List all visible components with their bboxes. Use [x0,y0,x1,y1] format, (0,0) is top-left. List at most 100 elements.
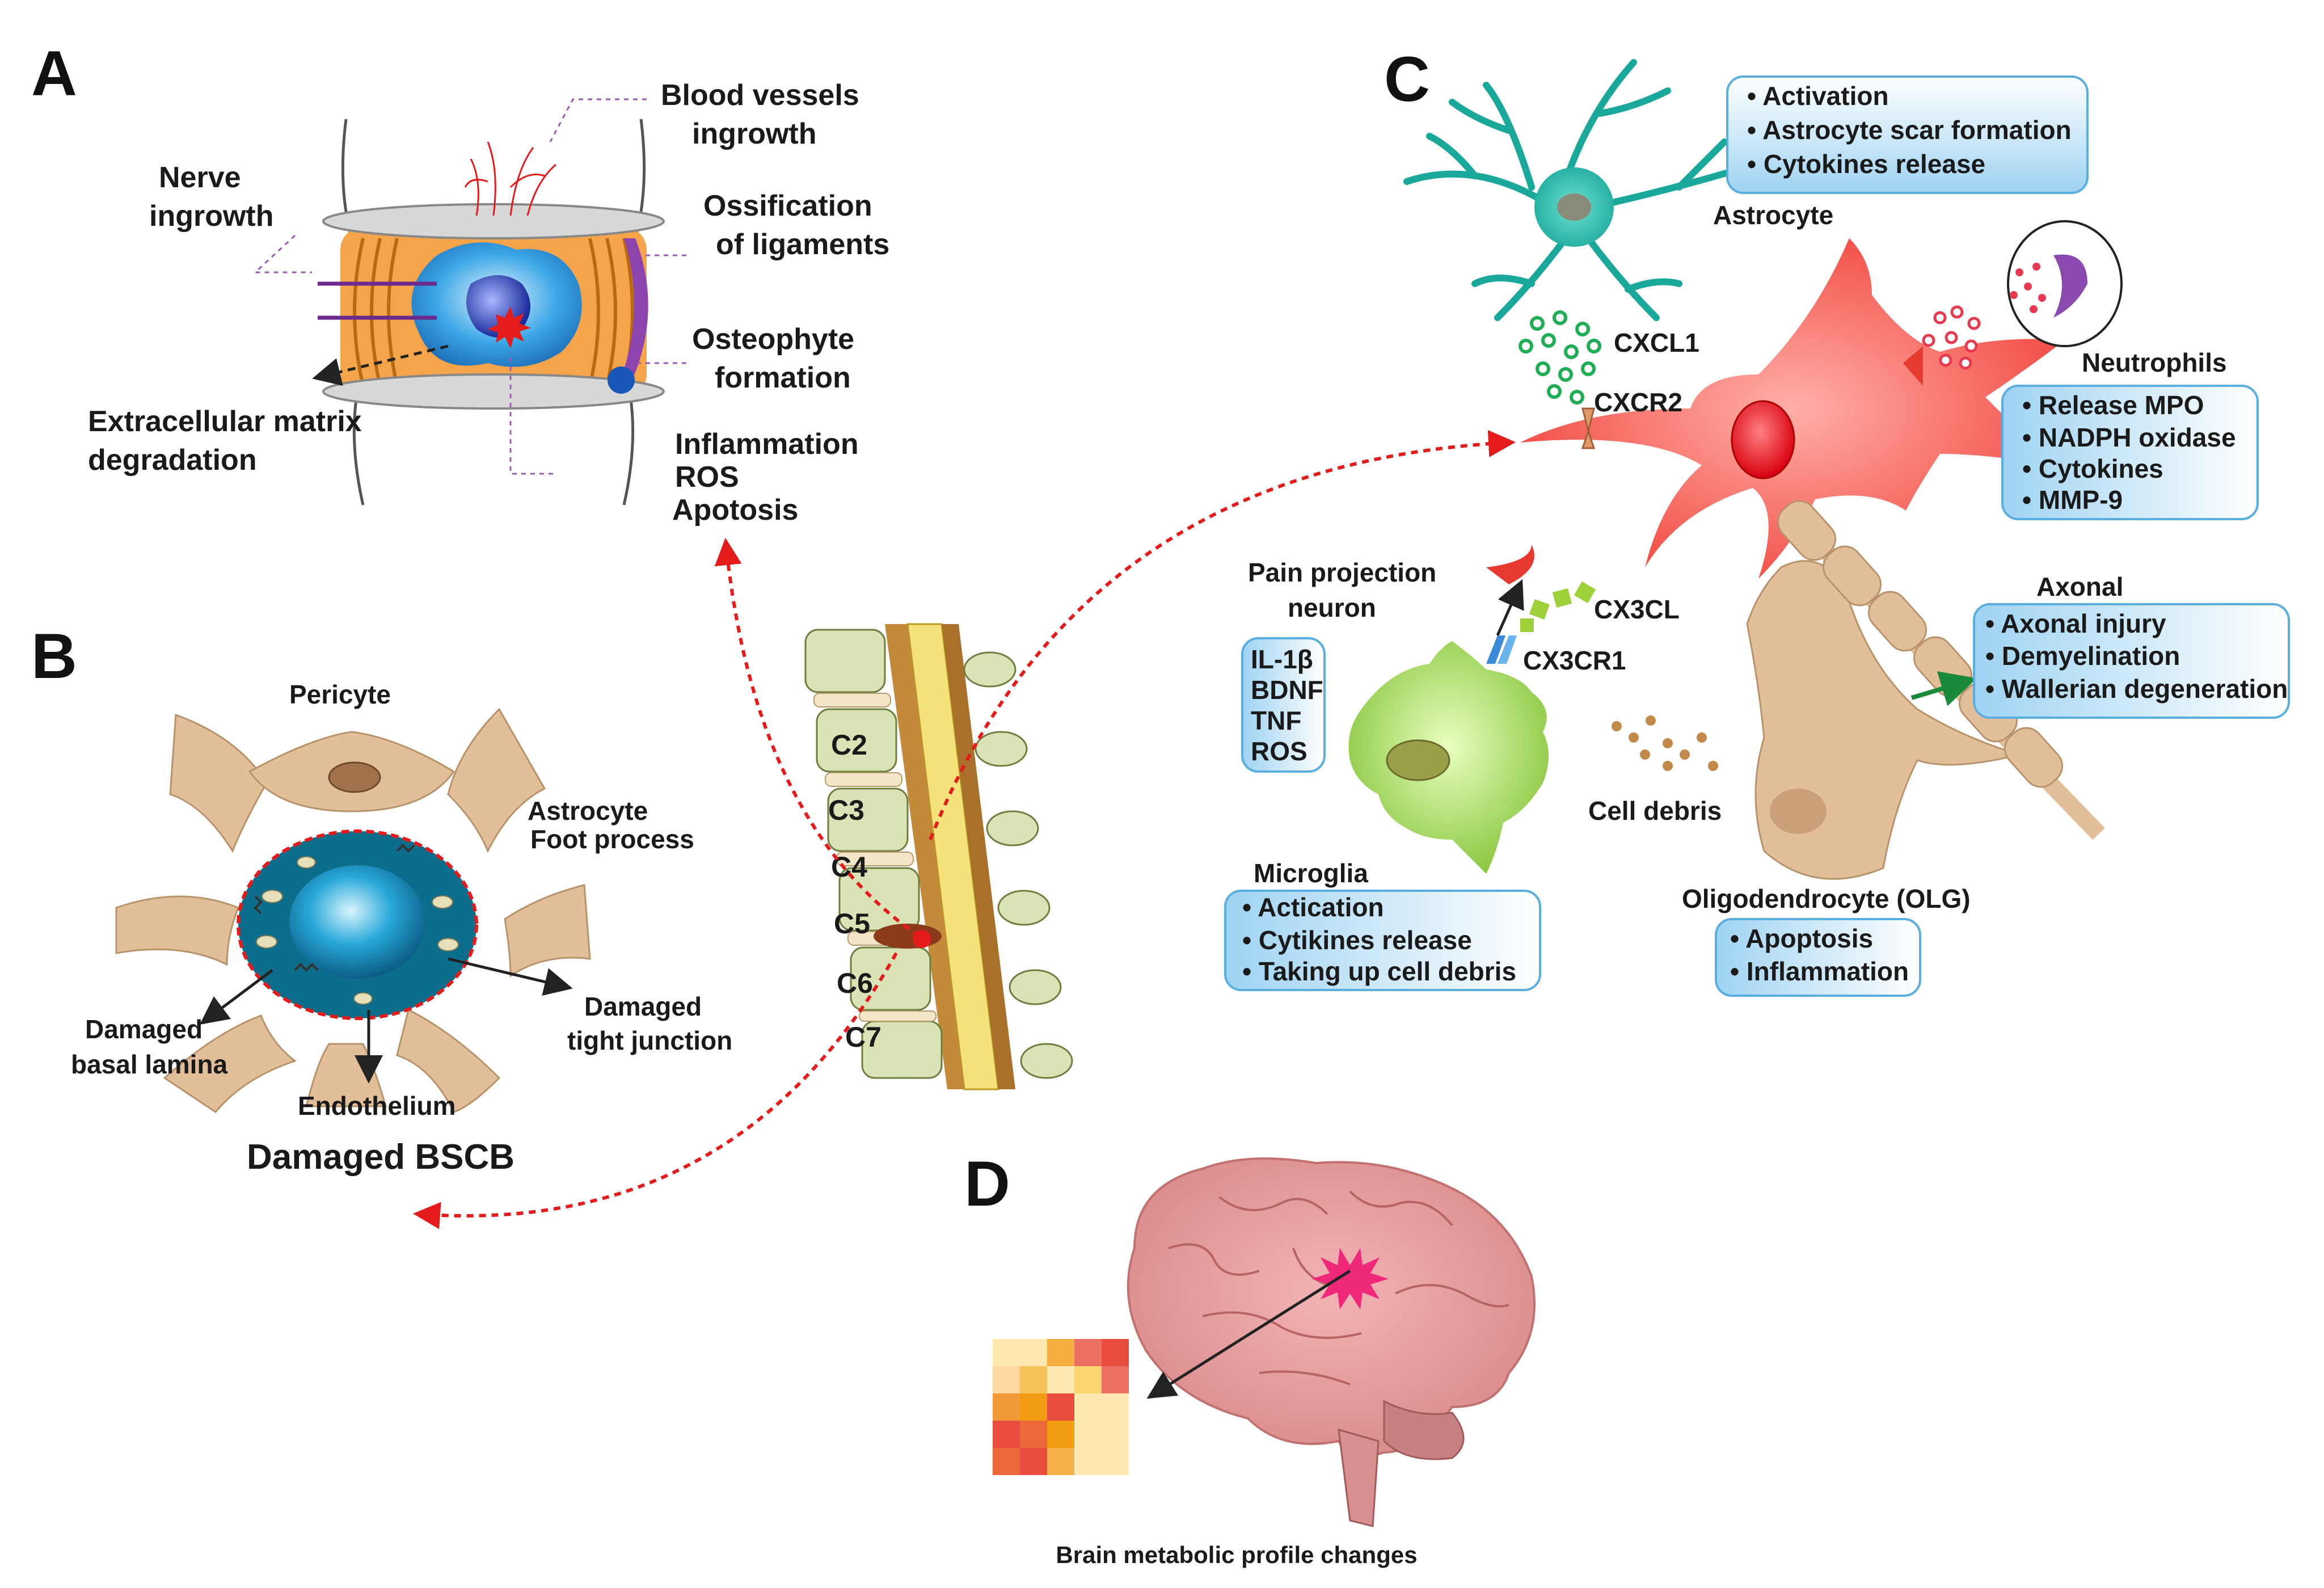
label-ecm-degradation: Extracellular matrix degradation [88,405,370,477]
pain-projection-neuron [1486,238,2065,584]
label-astrocyte-foot-process: Astrocyte Foot process [528,796,694,854]
vertebra-c4: C4 [831,851,867,883]
label-cx3cl: CX3CL [1594,595,1680,624]
heatmap-cell [1020,1339,1047,1366]
axonal-info-box: • Axonal injury • Demyelination • Waller… [1973,603,2290,719]
brain-lesion-starburst [1311,1248,1389,1309]
microglia-to-neuron-arrow [1496,579,1524,637]
label-osteophyte: Osteophyte formation [692,323,863,394]
metabolic-heatmap [993,1339,1129,1475]
vertebra-c5: C5 [834,908,870,940]
panel-b-letter: B [31,621,77,692]
cx3cr1-receptor [1486,635,1517,664]
heatmap-cell [1047,1421,1074,1448]
panel-c: C [1224,44,2290,997]
heatmap-cell [993,1393,1020,1421]
label-cxcl1: CXCL1 [1614,328,1699,357]
heatmap-cell [993,1421,1020,1448]
heatmap-cell [1074,1393,1102,1421]
nerve-ingrowth-icon [318,281,437,320]
cxcl1-chemokines [1519,310,1601,405]
label-microglia: Microglia [1254,858,1368,888]
cell-debris-particles [1612,715,1718,771]
label-astrocyte: Astrocyte [1713,200,1833,230]
heatmap-cell [993,1366,1020,1393]
panel-a-leader-lines [253,98,686,475]
heatmap-cell [1074,1339,1102,1366]
heatmap-cell [1020,1393,1047,1421]
heatmap-cell [1102,1421,1129,1448]
heatmap-cell [1074,1366,1102,1393]
neutrophils-info-box: • Release MPO • NADPH oxidase • Cytokine… [2001,385,2259,520]
heatmap-cell [1047,1366,1074,1393]
neutrophil-granules [1922,305,1981,370]
vertebra-c2: C2 [831,729,867,761]
astrocyte-info-box: • Activation • Astrocyte scar formation … [1726,75,2089,194]
label-pain-projection-neuron: Pain projection neuron [1248,558,1444,622]
label-endothelium: Endothelium [298,1091,456,1121]
svg-text:• Activation • Astrocy: • Activation • Astrocyte scar formation … [1747,81,2078,179]
brain-illustration [1127,1157,1536,1527]
heatmap-cell [1102,1366,1129,1393]
mediators-info-box: IL-1β BDNF TNF ROS [1241,637,1331,773]
svg-text:IL-1β BDNF TNF: IL-1β BDNF TNF ROS [1251,645,1331,766]
tight-junction-marks [254,844,415,972]
svg-text:• Release MPO • NADPH: • Release MPO • NADPH oxidase • Cytokine… [2022,390,2243,515]
panel-b: B Pericyte [31,621,732,1177]
vertebra-c3: C3 [828,794,864,826]
heatmap-cell [1020,1366,1047,1393]
ecm-degradation-arrow [312,344,449,386]
axonal-green-arrow [1910,671,1977,706]
label-damaged-tight-junction: Damaged tight junction [567,992,732,1055]
panel-d-letter: D [964,1148,1010,1219]
heatmap-cell [993,1339,1020,1366]
olg-info-box: • Apoptosis • Inflammation [1715,918,1921,997]
label-oligodendrocyte: Oligodendrocyte (OLG) [1682,884,1971,913]
cxcr2-receptor [1581,407,1596,449]
label-nerve-ingrowth: Nerve ingrowth [149,161,274,233]
vertebra-c6: C6 [837,967,873,999]
vertebra-c7: C7 [845,1021,881,1053]
label-blood-vessels: Blood vessels ingrowth [661,79,867,150]
heatmap-cell [1102,1393,1129,1421]
heatmap-cell [1102,1339,1129,1366]
cx3cl-chemokines [1520,581,1596,632]
heatmap-cell [1047,1448,1074,1475]
cervical-spine-illustration: C2 C3 C4 C5 C6 C7 [804,623,1073,1090]
label-cx3cr1: CX3CR1 [1523,646,1626,675]
panel-d: D Brain metabolic profile changes [964,1148,1536,1568]
intervertebral-disc-illustration [312,119,665,506]
panel-a: A [31,38,889,526]
heatmap-cell [1102,1448,1129,1475]
label-damaged-basal-lamina: Damaged basal lamina [71,1014,228,1079]
label-cxcr2: CXCR2 [1594,387,1682,417]
heatmap-cell [1047,1393,1074,1421]
label-pericyte: Pericyte [289,680,391,709]
pericyte-nucleus [328,761,381,793]
panel-a-letter: A [31,38,77,109]
label-inflammation-ros-apoptosis: Inflammation ROS Apotosis [672,428,867,526]
panel-b-arrows [200,957,573,1084]
svg-text:• Actication • Cytikin: • Actication • Cytikines release • Takin… [1242,892,1516,986]
heatmap-cell [1020,1421,1047,1448]
heatmap-cell [1074,1448,1102,1475]
label-axonal: Axonal [2036,572,2123,601]
heatmap-cell [1074,1421,1102,1448]
label-damaged-bscb-title: Damaged BSCB [247,1138,514,1177]
svg-text:• Apoptosis • Inflamma: • Apoptosis • Inflammation [1730,924,1909,986]
label-cell-debris: Cell debris [1588,796,1722,825]
blood-vessels-icon [464,141,556,216]
oligodendrocyte-cell [1746,560,2023,880]
panel-c-letter: C [1384,44,1430,115]
caption-brain-metabolic: Brain metabolic profile changes [1056,1541,1417,1568]
microglia-info-box: • Actication • Cytikines release • Takin… [1224,890,1541,991]
astrocyte-cell [1403,59,1739,321]
red-dotted-connectors [413,429,1516,1229]
label-ossification: Ossification of ligaments [703,189,889,261]
heatmap-cell [993,1448,1020,1475]
brain-to-heatmap-arrow [1146,1269,1351,1399]
heatmap-cell [1047,1339,1074,1366]
heatmap-cell [1020,1448,1047,1475]
label-neutrophils: Neutrophils [2082,348,2227,377]
